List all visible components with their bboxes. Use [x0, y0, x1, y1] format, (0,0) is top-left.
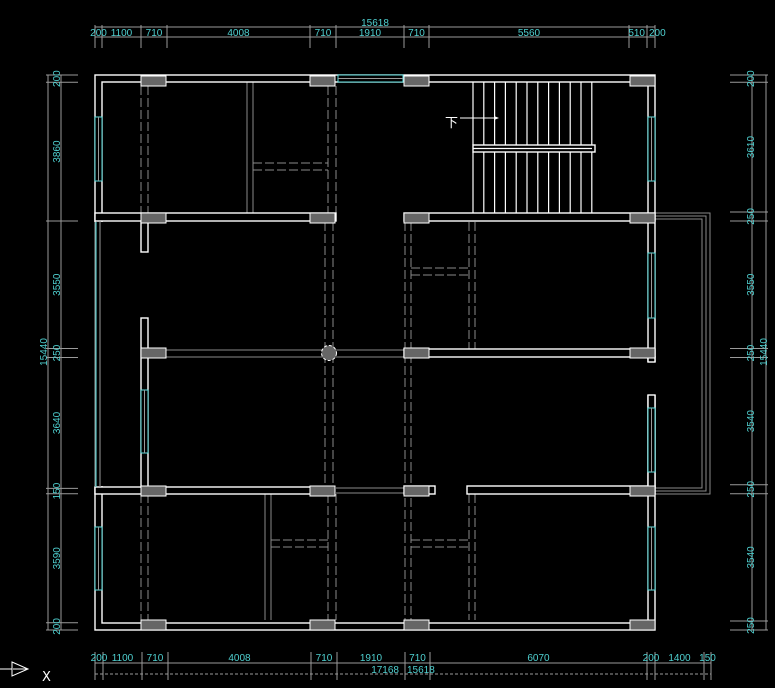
dimension-label: 200: [52, 618, 63, 635]
dimension-label: 710: [409, 653, 426, 664]
column: [309, 619, 336, 631]
dimension-label: 250: [746, 617, 757, 634]
column: [309, 485, 336, 497]
dimension-label: 1910: [359, 28, 382, 39]
dimension-label: 5560: [518, 28, 541, 39]
dimension-label: 710: [408, 28, 425, 39]
column: [629, 347, 656, 359]
dimension-label: 1910: [360, 653, 383, 664]
total-dimension-label: 15440: [759, 338, 770, 366]
walls: [94, 74, 657, 631]
structural-columns: [140, 75, 656, 631]
dimension-label: 250: [746, 480, 757, 497]
dimension-label: 200: [746, 70, 757, 87]
column: [403, 485, 430, 497]
dimension-label: 200: [91, 653, 108, 664]
dimension-label: 510: [628, 28, 645, 39]
dimension-label: 6070: [527, 653, 550, 664]
dimension-label: 200: [643, 653, 660, 664]
dimension-label: 3550: [746, 273, 757, 296]
dimension-label: 710: [315, 28, 332, 39]
dimension-lines: 200 1100 710 4008 710 1910 710 5560 510 200 15618 2…: [39, 18, 770, 680]
column: [629, 619, 656, 631]
round-column: [321, 345, 337, 361]
ucs-axis-icon: [0, 661, 30, 677]
dimension-label: 150: [52, 482, 63, 499]
column: [403, 619, 430, 631]
dimension-label: 200: [90, 28, 107, 39]
total-dimension-label: 17168: [371, 665, 399, 676]
dimension-label: 4008: [227, 28, 250, 39]
dimension-label: 250: [746, 344, 757, 361]
dimension-label: 3540: [746, 410, 757, 433]
x-axis-label: X: [42, 670, 51, 685]
dimension-label: 710: [316, 653, 333, 664]
dimension-label: 3540: [746, 546, 757, 569]
dimension-label: 710: [146, 28, 163, 39]
column: [309, 75, 336, 87]
total-dimension-label: 15440: [39, 338, 50, 366]
column: [309, 212, 336, 224]
windows: [94, 74, 656, 591]
staircase[interactable]: [472, 82, 596, 213]
column: [140, 619, 167, 631]
dimension-label: 1100: [112, 653, 134, 664]
dimension-label: 1400: [668, 653, 691, 664]
dimension-label: 200: [649, 28, 666, 39]
column: [629, 75, 656, 87]
dimension-label: 3640: [52, 411, 63, 434]
column: [629, 212, 656, 224]
dimension-label: 3550: [52, 273, 63, 296]
column: [403, 75, 430, 87]
dimension-label: 200: [52, 70, 63, 87]
stair-arrowhead-icon: [494, 116, 499, 120]
dimension-label: 3610: [746, 136, 757, 159]
total-dimension-label-overlap: 15618: [407, 665, 435, 676]
dimension-label: 250: [746, 208, 757, 225]
dimension-label: 250: [52, 344, 63, 361]
column: [403, 212, 430, 224]
stair-direction-label: 下: [445, 116, 458, 131]
total-dimension-label: 15618: [361, 18, 389, 29]
dimension-label: 3860: [52, 140, 63, 163]
column: [140, 75, 167, 87]
column: [140, 347, 167, 359]
dimension-label: 1100: [111, 28, 133, 39]
balcony-outline: [655, 212, 711, 495]
beam-lines: [140, 82, 476, 623]
column: [140, 485, 167, 497]
dimension-label: 3590: [52, 547, 63, 570]
dimension-label: 710: [147, 653, 164, 664]
column: [140, 212, 167, 224]
dimension-label: 4008: [228, 653, 251, 664]
dimension-label: 150: [699, 653, 716, 664]
column: [403, 347, 430, 359]
column: [629, 485, 656, 497]
